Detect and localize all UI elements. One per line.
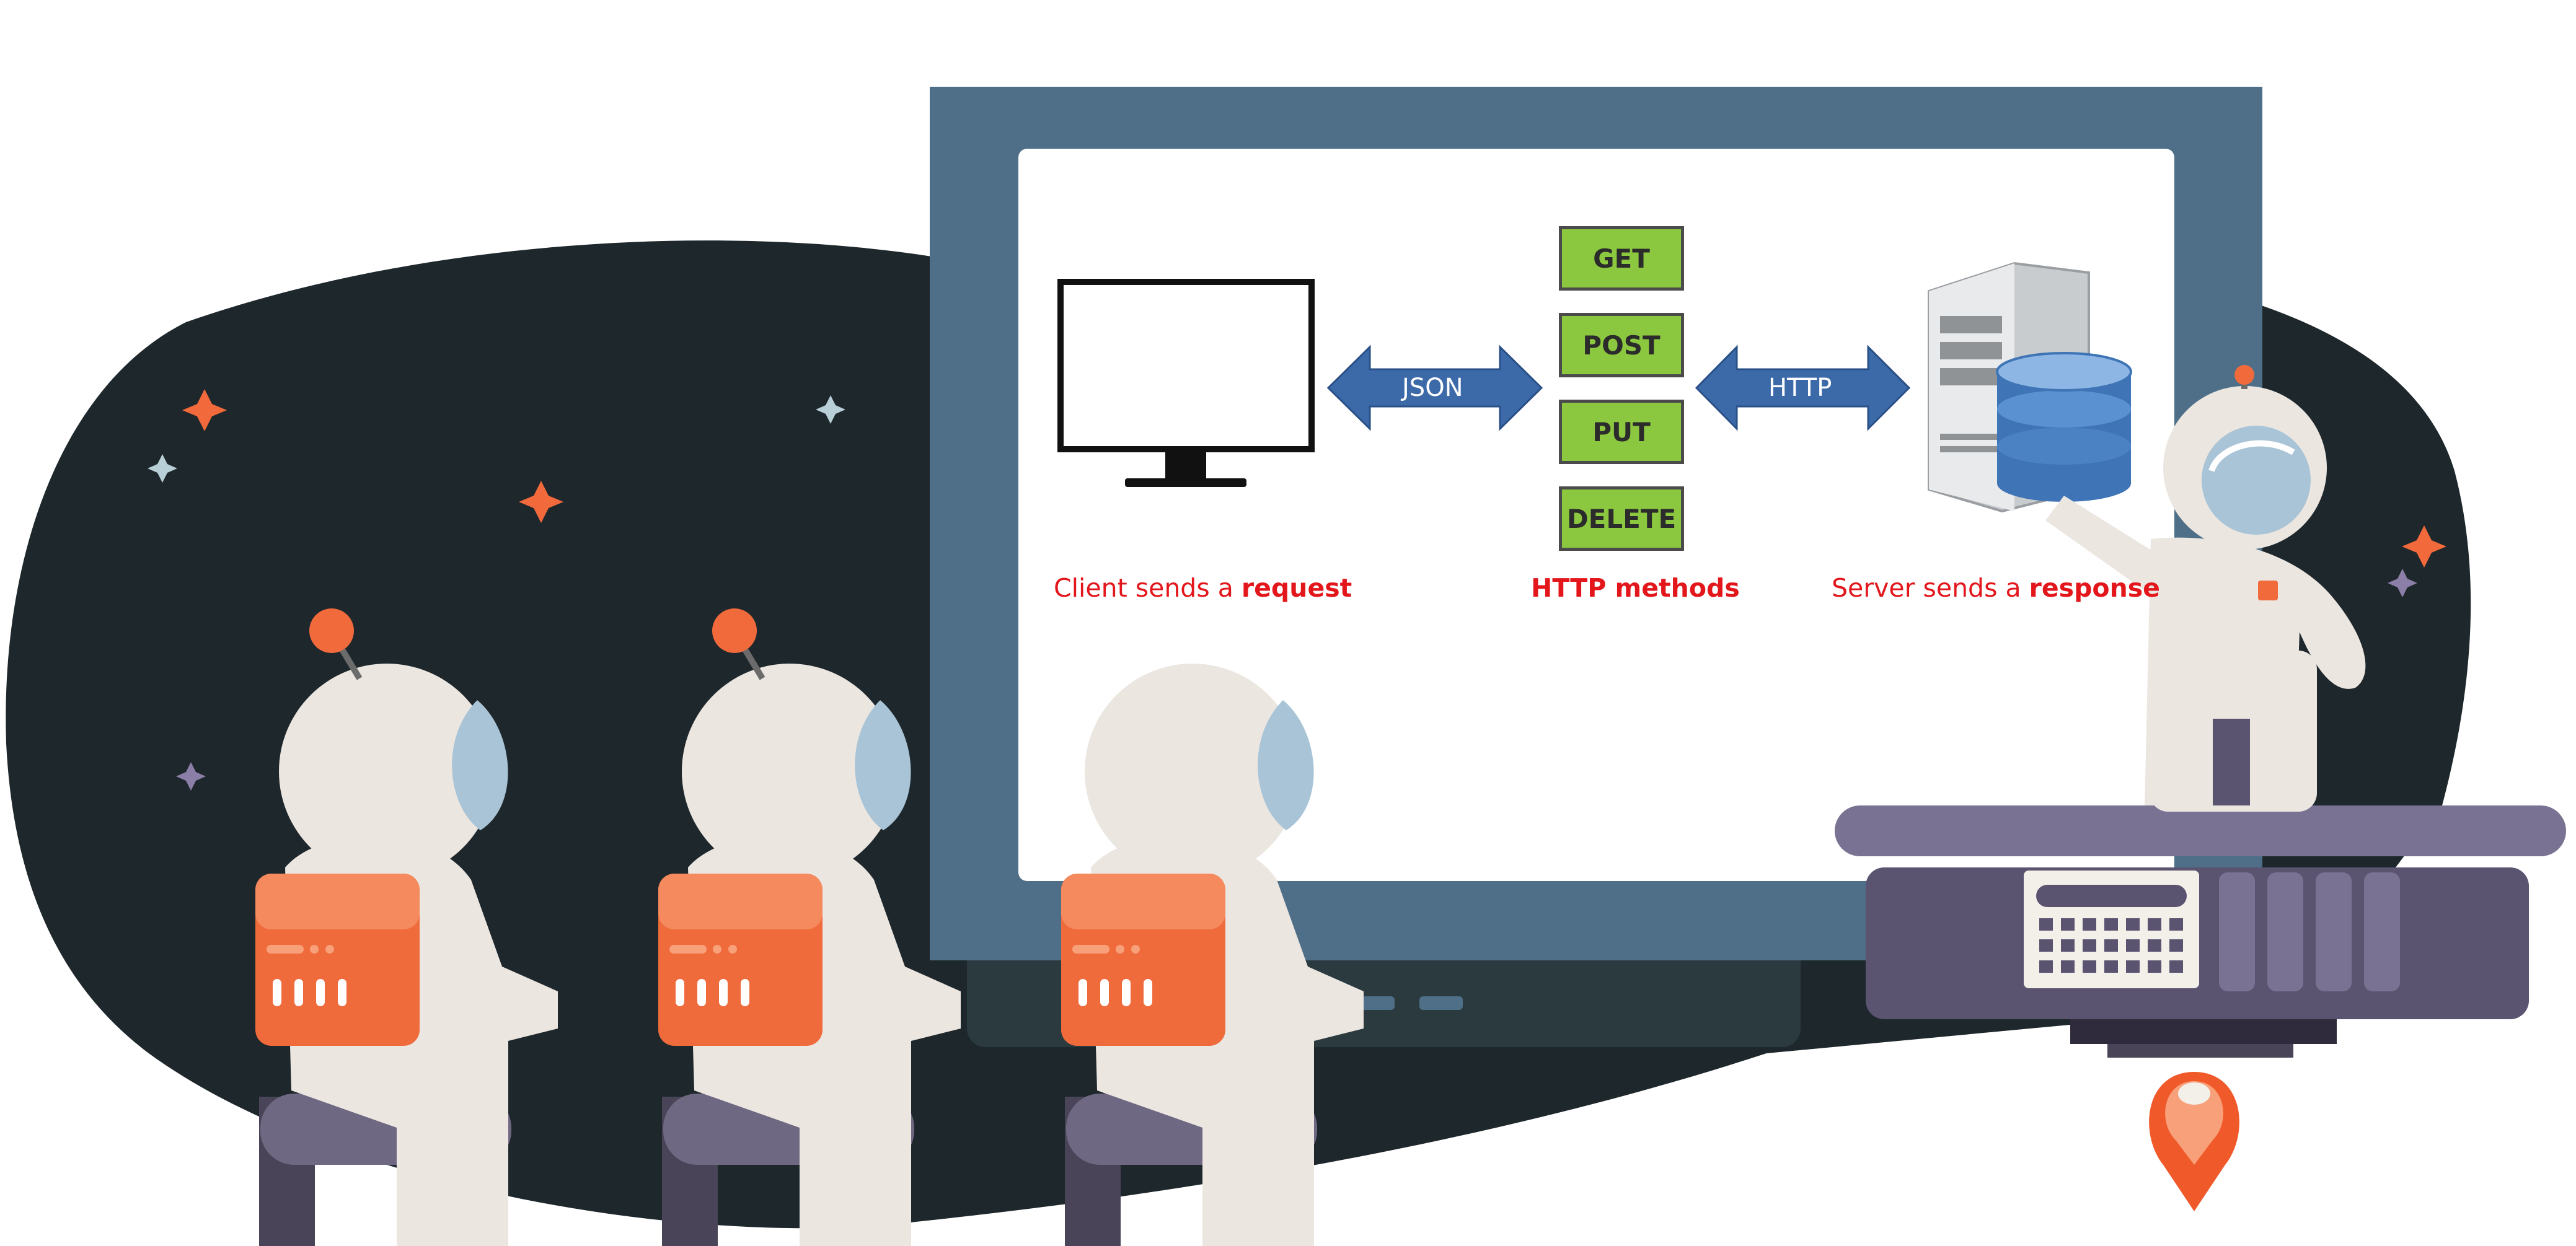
method-get: GET (1559, 226, 1684, 291)
presenter-astronaut (2045, 365, 2366, 812)
method-post: POST (1559, 313, 1684, 377)
monitor-icon (1057, 279, 1315, 487)
json-arrow-label: JSON (1402, 374, 1463, 402)
server-caption-prefix: Server sends a (1832, 573, 2029, 603)
method-delete: DELETE (1559, 486, 1684, 551)
client-caption-prefix: Client sends a (1054, 573, 1242, 603)
methods-caption: HTTP methods (1531, 573, 1740, 603)
server-caption: Server sends a response (1832, 573, 2160, 603)
http-arrow-label: HTTP (1768, 374, 1832, 402)
method-put-label: PUT (1592, 416, 1651, 447)
seated-astronaut-1 (255, 608, 558, 1246)
database-icon (1996, 352, 2132, 502)
client-caption-bold: request (1241, 573, 1352, 603)
seated-astronaut-2 (658, 608, 961, 1246)
http-arrow (1695, 344, 1911, 431)
json-arrow (1326, 344, 1543, 431)
location-pin-icon (2149, 1072, 2239, 1211)
seated-astronaut-3 (1061, 664, 1364, 1246)
screen-led (1419, 996, 1463, 1010)
client-caption: Client sends a request (1054, 573, 1352, 603)
method-post-label: POST (1582, 330, 1661, 361)
sparkle-icon (148, 389, 2446, 791)
method-delete-label: DELETE (1566, 503, 1677, 534)
method-get-label: GET (1593, 243, 1650, 274)
method-put: PUT (1559, 400, 1684, 464)
server-caption-bold: response (2029, 573, 2160, 603)
podium (1835, 805, 2566, 1058)
